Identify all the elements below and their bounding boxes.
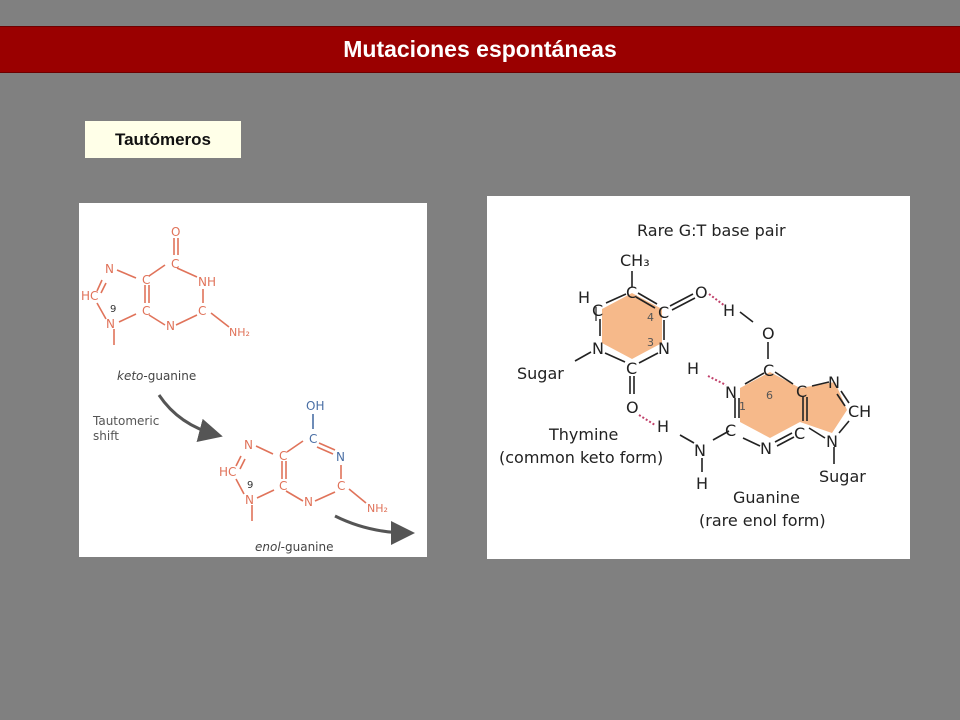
atom-label: C: [279, 479, 287, 493]
thymine-label: Thymine: [548, 425, 618, 444]
atom-label: HC: [81, 289, 98, 303]
atom-label: O: [695, 283, 708, 302]
atom-label: H: [578, 288, 590, 307]
atom-label: N: [166, 319, 175, 333]
title-bar: Mutaciones espontáneas: [0, 26, 960, 73]
guanine-bonds: [679, 311, 850, 472]
hydrogen-bonds: [638, 293, 727, 426]
atom-label: N: [658, 339, 670, 358]
atom-label: C: [658, 303, 669, 322]
guanine-form-label: (rare enol form): [699, 511, 826, 530]
atom-label: N: [245, 493, 254, 507]
atom-label: N: [826, 432, 838, 451]
atom-label: HC: [219, 465, 236, 479]
atom-label: C: [794, 424, 805, 443]
guanine-tautomer-diagram: O C NH C N C C N HC N 9 NH₂ keto-guanine…: [81, 225, 415, 554]
atom-label: N: [106, 317, 115, 331]
thymine-sugar-label: Sugar: [517, 364, 564, 383]
atom-label: C: [725, 421, 736, 440]
section-label: Tautómeros: [85, 121, 241, 158]
atom-label: NH₂: [229, 326, 250, 339]
enol-guanine-atoms: OH C N C N C C N HC N 9 NH₂: [219, 399, 388, 515]
atom-number: 9: [110, 304, 116, 315]
page-title: Mutaciones espontáneas: [343, 36, 617, 62]
guanine-atoms: H O C N C N C C N CH N Sugar H N H 1 6: [657, 301, 871, 493]
atom-label: C: [592, 301, 603, 320]
guanine-tautomer-figure: O C NH C N C C N HC N 9 NH₂ keto-guanine…: [79, 203, 427, 557]
keto-guanine-bonds: [96, 238, 230, 345]
continuation-arrow: [334, 514, 415, 545]
guanine-six-ring: [740, 372, 800, 438]
gt-base-pair-diagram: Rare G:T base pair CH₃ C H C N C O N C O…: [499, 221, 871, 530]
tautomeric-shift-label: Tautomeric: [92, 414, 159, 428]
thymine-form-label: (common keto form): [499, 448, 663, 467]
keto-guanine-atoms: O C NH C N C C N HC N 9 NH₂: [81, 225, 250, 339]
tautomeric-shift-arrow: [157, 394, 223, 443]
atom-label: H: [687, 359, 699, 378]
tautomeric-shift-label-2: shift: [93, 429, 119, 443]
ring-number: 4: [647, 311, 654, 324]
atom-label: C: [198, 304, 206, 318]
thymine-atoms: CH₃ C H C N C O N C O H Sugar 4 3: [517, 251, 708, 417]
atom-label: N: [304, 495, 313, 509]
atom-label: CH: [848, 402, 871, 421]
thymine-bonds: [574, 271, 696, 394]
atom-label: C: [279, 449, 287, 463]
enol-guanine-label: enol-guanine: [255, 540, 334, 554]
enol-guanine-bonds: [235, 414, 367, 521]
atom-label: OH: [306, 399, 324, 413]
thymine-ring: [602, 293, 662, 359]
atom-label: C: [142, 273, 150, 287]
atom-label: N: [244, 438, 253, 452]
guanine-five-ring: [800, 382, 847, 433]
atom-label: N: [105, 262, 114, 276]
atom-label: C: [337, 479, 345, 493]
atom-label: C: [142, 304, 150, 318]
guanine-label: Guanine: [733, 488, 800, 507]
atom-label: CH₃: [620, 251, 650, 270]
atom-label: N: [760, 439, 772, 458]
atom-number: 9: [247, 480, 253, 491]
atom-label: O: [171, 225, 180, 239]
atom-label: N: [725, 383, 737, 402]
atom-label: C: [171, 257, 179, 271]
figure-title: Rare G:T base pair: [637, 221, 786, 240]
ring-number: 6: [766, 389, 773, 402]
atom-label: O: [762, 324, 775, 343]
atom-label: N: [592, 339, 604, 358]
atom-label: NH: [198, 275, 216, 289]
gt-base-pair-figure: Rare G:T base pair CH₃ C H C N C O N C O…: [487, 196, 910, 559]
atom-label: C: [763, 361, 774, 380]
atom-label: H: [723, 301, 735, 320]
keto-guanine-label: keto-guanine: [117, 369, 196, 383]
guanine-sugar-label: Sugar: [819, 467, 866, 486]
atom-label: C: [626, 283, 637, 302]
atom-label: O: [626, 398, 639, 417]
atom-label: H: [696, 474, 708, 493]
ring-number: 3: [647, 336, 654, 349]
atom-label: H: [657, 417, 669, 436]
atom-label: N: [694, 441, 706, 460]
atom-label: C: [626, 359, 637, 378]
section-label-text: Tautómeros: [114, 129, 212, 149]
atom-label: N: [828, 373, 840, 392]
atom-label: C: [796, 382, 807, 401]
ring-number: 1: [739, 400, 746, 413]
atom-label: C: [309, 432, 317, 446]
atom-label: N: [336, 450, 345, 464]
atom-label: NH₂: [367, 502, 388, 515]
